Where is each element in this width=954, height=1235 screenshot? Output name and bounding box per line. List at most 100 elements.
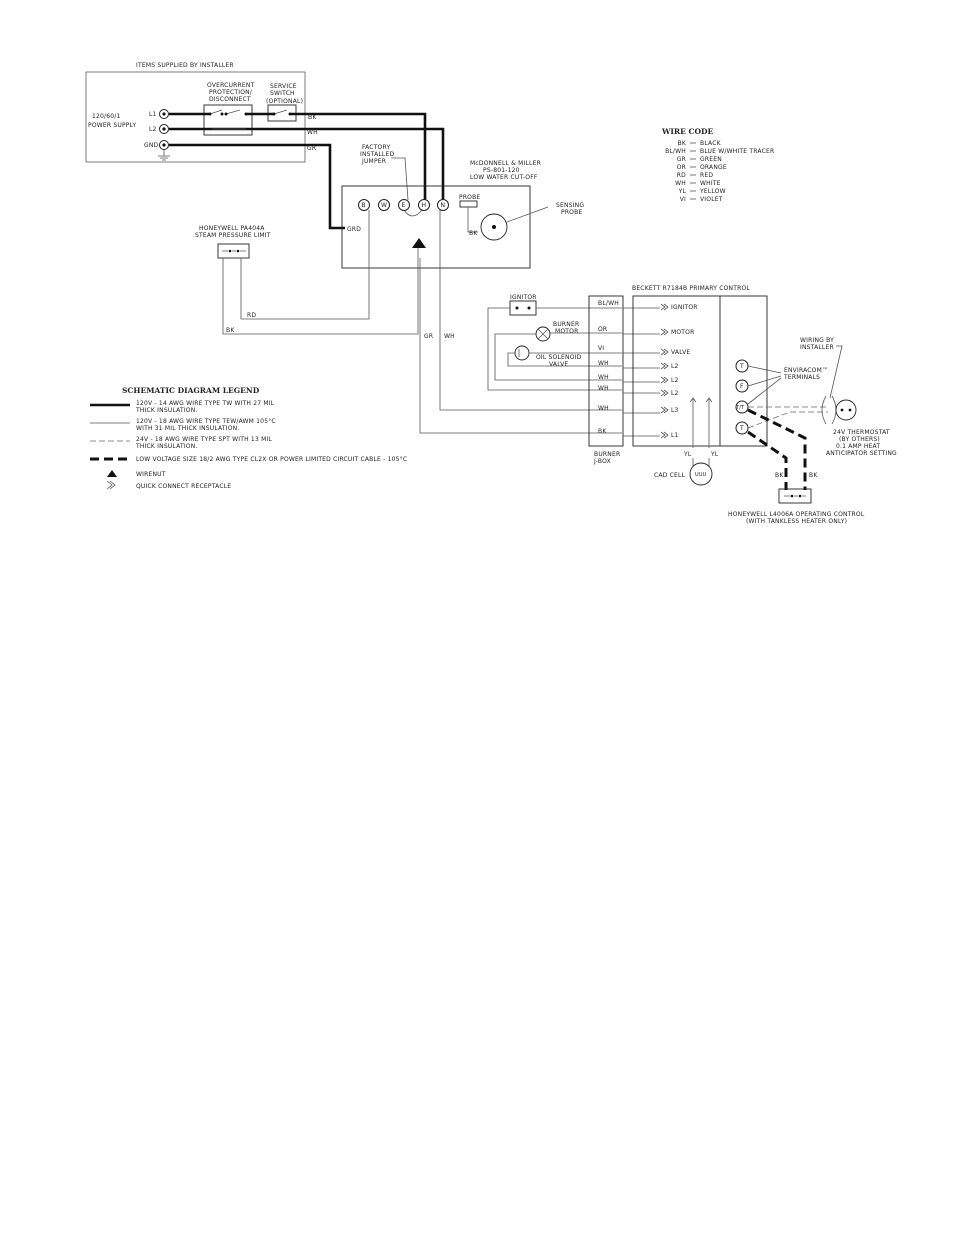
jbox-wire-6: WH [598,405,609,412]
pressure-limit-rd-label: RD [247,312,256,319]
burner-motor-label-2: MOTOR [555,328,578,335]
service-switch-label-2: SWITCH [270,90,295,97]
legend-row-6: QUICK CONNECT RECEPTACLE [136,483,231,490]
lwco-terminal-b-label: B [362,202,366,209]
primary-connection-2: VALVE [671,349,690,356]
jbox-wire-1: OR [598,326,607,333]
cad-cell-label: CAD CELL [654,472,686,479]
wire-code-3-code: OR [677,164,686,171]
legend-row-1-b: THICK INSULATION. [135,407,198,414]
power-supply-label-2: POWER SUPPLY [88,122,136,129]
pressure-limit-title-2: STEAM PRESSURE LIMIT [195,232,271,239]
wire-code-1-name: BLUE W/WHITE TRACER [700,148,774,155]
wire-code-0-code: BK [678,140,687,147]
cad-yl-right: YL [710,451,719,458]
oil-solenoid-valve-icon [514,345,530,361]
ignitor-icon [509,300,537,316]
cad-yl-left: YL [683,451,692,458]
terminal-t-top-label: T [739,363,744,370]
terminal-f-label: F [740,383,744,390]
jbox-label-1: BURNER [594,451,620,458]
legend-row-2-b: WITH 31 MIL THICK INSULATION. [136,425,239,432]
wire-code-2-code: GR [677,156,686,163]
lwco-grd-label: GRD [347,226,361,233]
probe-label: PROBE [459,194,480,201]
power-supply-label-1: 120/60/1 [92,113,121,120]
primary-control-title: BECKETT R7184B PRIMARY CONTROL [632,285,750,292]
wire-tag-gr: GR [307,145,316,152]
legend-row-4: LOW VOLTAGE SIZE 18/2 AWG TYPE CL2X OR P… [136,456,407,463]
legend-row-2-a: 120V - 18 AWG WIRE TYPE TEW/AWM 105°C [136,418,276,425]
legend-row-3-b: THICK INSULATION. [135,443,198,450]
jbox-wire-7: BK [598,428,607,435]
probe-bk-label: BK [469,230,478,237]
lwco-to-jbox-wires: GR WH [419,210,622,434]
l4006a-operating-control: BK BK HONEYWELL L4006A OPERATING CONTROL… [728,408,865,525]
jumper-label-2: INSTALLED [360,151,394,158]
enviracom-terminals: ENVIRACOM™ TERMINALS WIRING BY INSTALLER [747,337,843,405]
thermostat-label-4: ANTICIPATOR SETTING [826,450,897,457]
l4006-title-1: HONEYWELL L4006A OPERATING CONTROL [728,511,865,518]
l4006-title-2: (WITH TANKLESS HEATER ONLY) [746,518,847,525]
valve-label-1: OIL SOLENOID [536,354,582,361]
wire-code-4-code: RD [677,172,686,179]
legend-row-1-a: 120V - 14 AWG WIRE TYPE TW WITH 27 MIL [136,400,275,407]
burner-jbox [588,295,624,447]
wire-code-7-name: VIOLET [700,196,723,203]
jbox-wire-3: WH [598,360,609,367]
lwco-title-2: PS-801-120 [483,167,520,174]
wire-code-1-code: BL/WH [665,148,686,155]
lwco-terminal-h [418,199,430,211]
primary-connection-1: MOTOR [671,329,694,336]
wiring-installer-1: WIRING BY [800,337,834,344]
sensing-label-2: PROBE [561,209,582,216]
terminal-tt-label: T/T [735,405,745,411]
lwco-title-1: McDONNELL & MILLER [470,160,541,167]
wire-code-4-name: RED [700,172,713,179]
primary-connection-6: L3 [671,407,679,414]
mid-wire-gr-label: GR [424,333,433,340]
primary-control: BECKETT R7184B PRIMARY CONTROL IGNITORMO… [632,285,768,486]
enviracom-label-1: ENVIRACOM™ [784,367,828,374]
terminal-gnd-label: GND [144,142,159,149]
primary-connection-5: L2 [671,390,679,397]
jbox-wire-4: WH [598,374,609,381]
primary-connection-4: L2 [671,377,679,384]
thermostat: 24V THERMOSTAT (BY OTHERS) 0.1 AMP HEAT … [747,395,897,457]
wire-tag-bk: BK [308,114,317,121]
sensing-label-1: SENSING [556,202,584,209]
svg-text:UUU: UUU [695,472,707,478]
supply-wires: BK WH GR [169,109,445,230]
wire-code-6-code: YL [678,188,687,195]
valve-label-2: VALVE [549,361,568,368]
wire-code-6-name: YELLOW [699,188,726,195]
burner-motor-label-1: BURNER [553,321,579,328]
jbox-wire-0: BL/WH [598,300,619,307]
wiring-installer-2: INSTALLER [800,344,834,351]
thermostat-label-1: 24V THERMOSTAT [833,429,890,436]
lwco-title-3: LOW WATER CUT-OFF [470,174,538,181]
installer-box-title: ITEMS SUPPLIED BY INSTALLER [136,62,234,69]
lwco-terminal-w [378,199,390,211]
lwco-terminal-e-label: E [402,202,406,209]
lwco-terminal-b [358,199,370,211]
wire-code-title: WIRE CODE [661,127,713,136]
jbox-label-2: J-BOX [593,458,611,465]
wire-code-0-name: BLACK [700,140,722,147]
thermostat-label-3: 0.1 AMP HEAT [836,443,880,450]
terminal-t-bottom-label: T [739,425,744,432]
jumper-label-1: FACTORY [362,144,390,151]
wire-code-5-code: WH [675,180,686,187]
legend-quick-connect-icon [106,480,116,490]
service-switch-label-1: SERVICE [270,83,297,90]
jbox-wire-2: VI [598,345,604,352]
service-switch-label-3: (OPTIONAL) [266,98,303,105]
wire-code-2-name: GREEN [700,156,722,163]
jbox-wire-5: WH [598,385,609,392]
wire-code-5-name: WHITE [700,180,721,187]
thermostat-icon [835,399,857,421]
installer-supplied-box: ITEMS SUPPLIED BY INSTALLER 120/60/1 POW… [85,62,306,163]
overcurrent-label-2: PROTECTION/ [209,89,253,96]
legend-row-3-a: 24V - 18 AWG WIRE TYPE SPT WITH 13 MIL [136,436,272,443]
